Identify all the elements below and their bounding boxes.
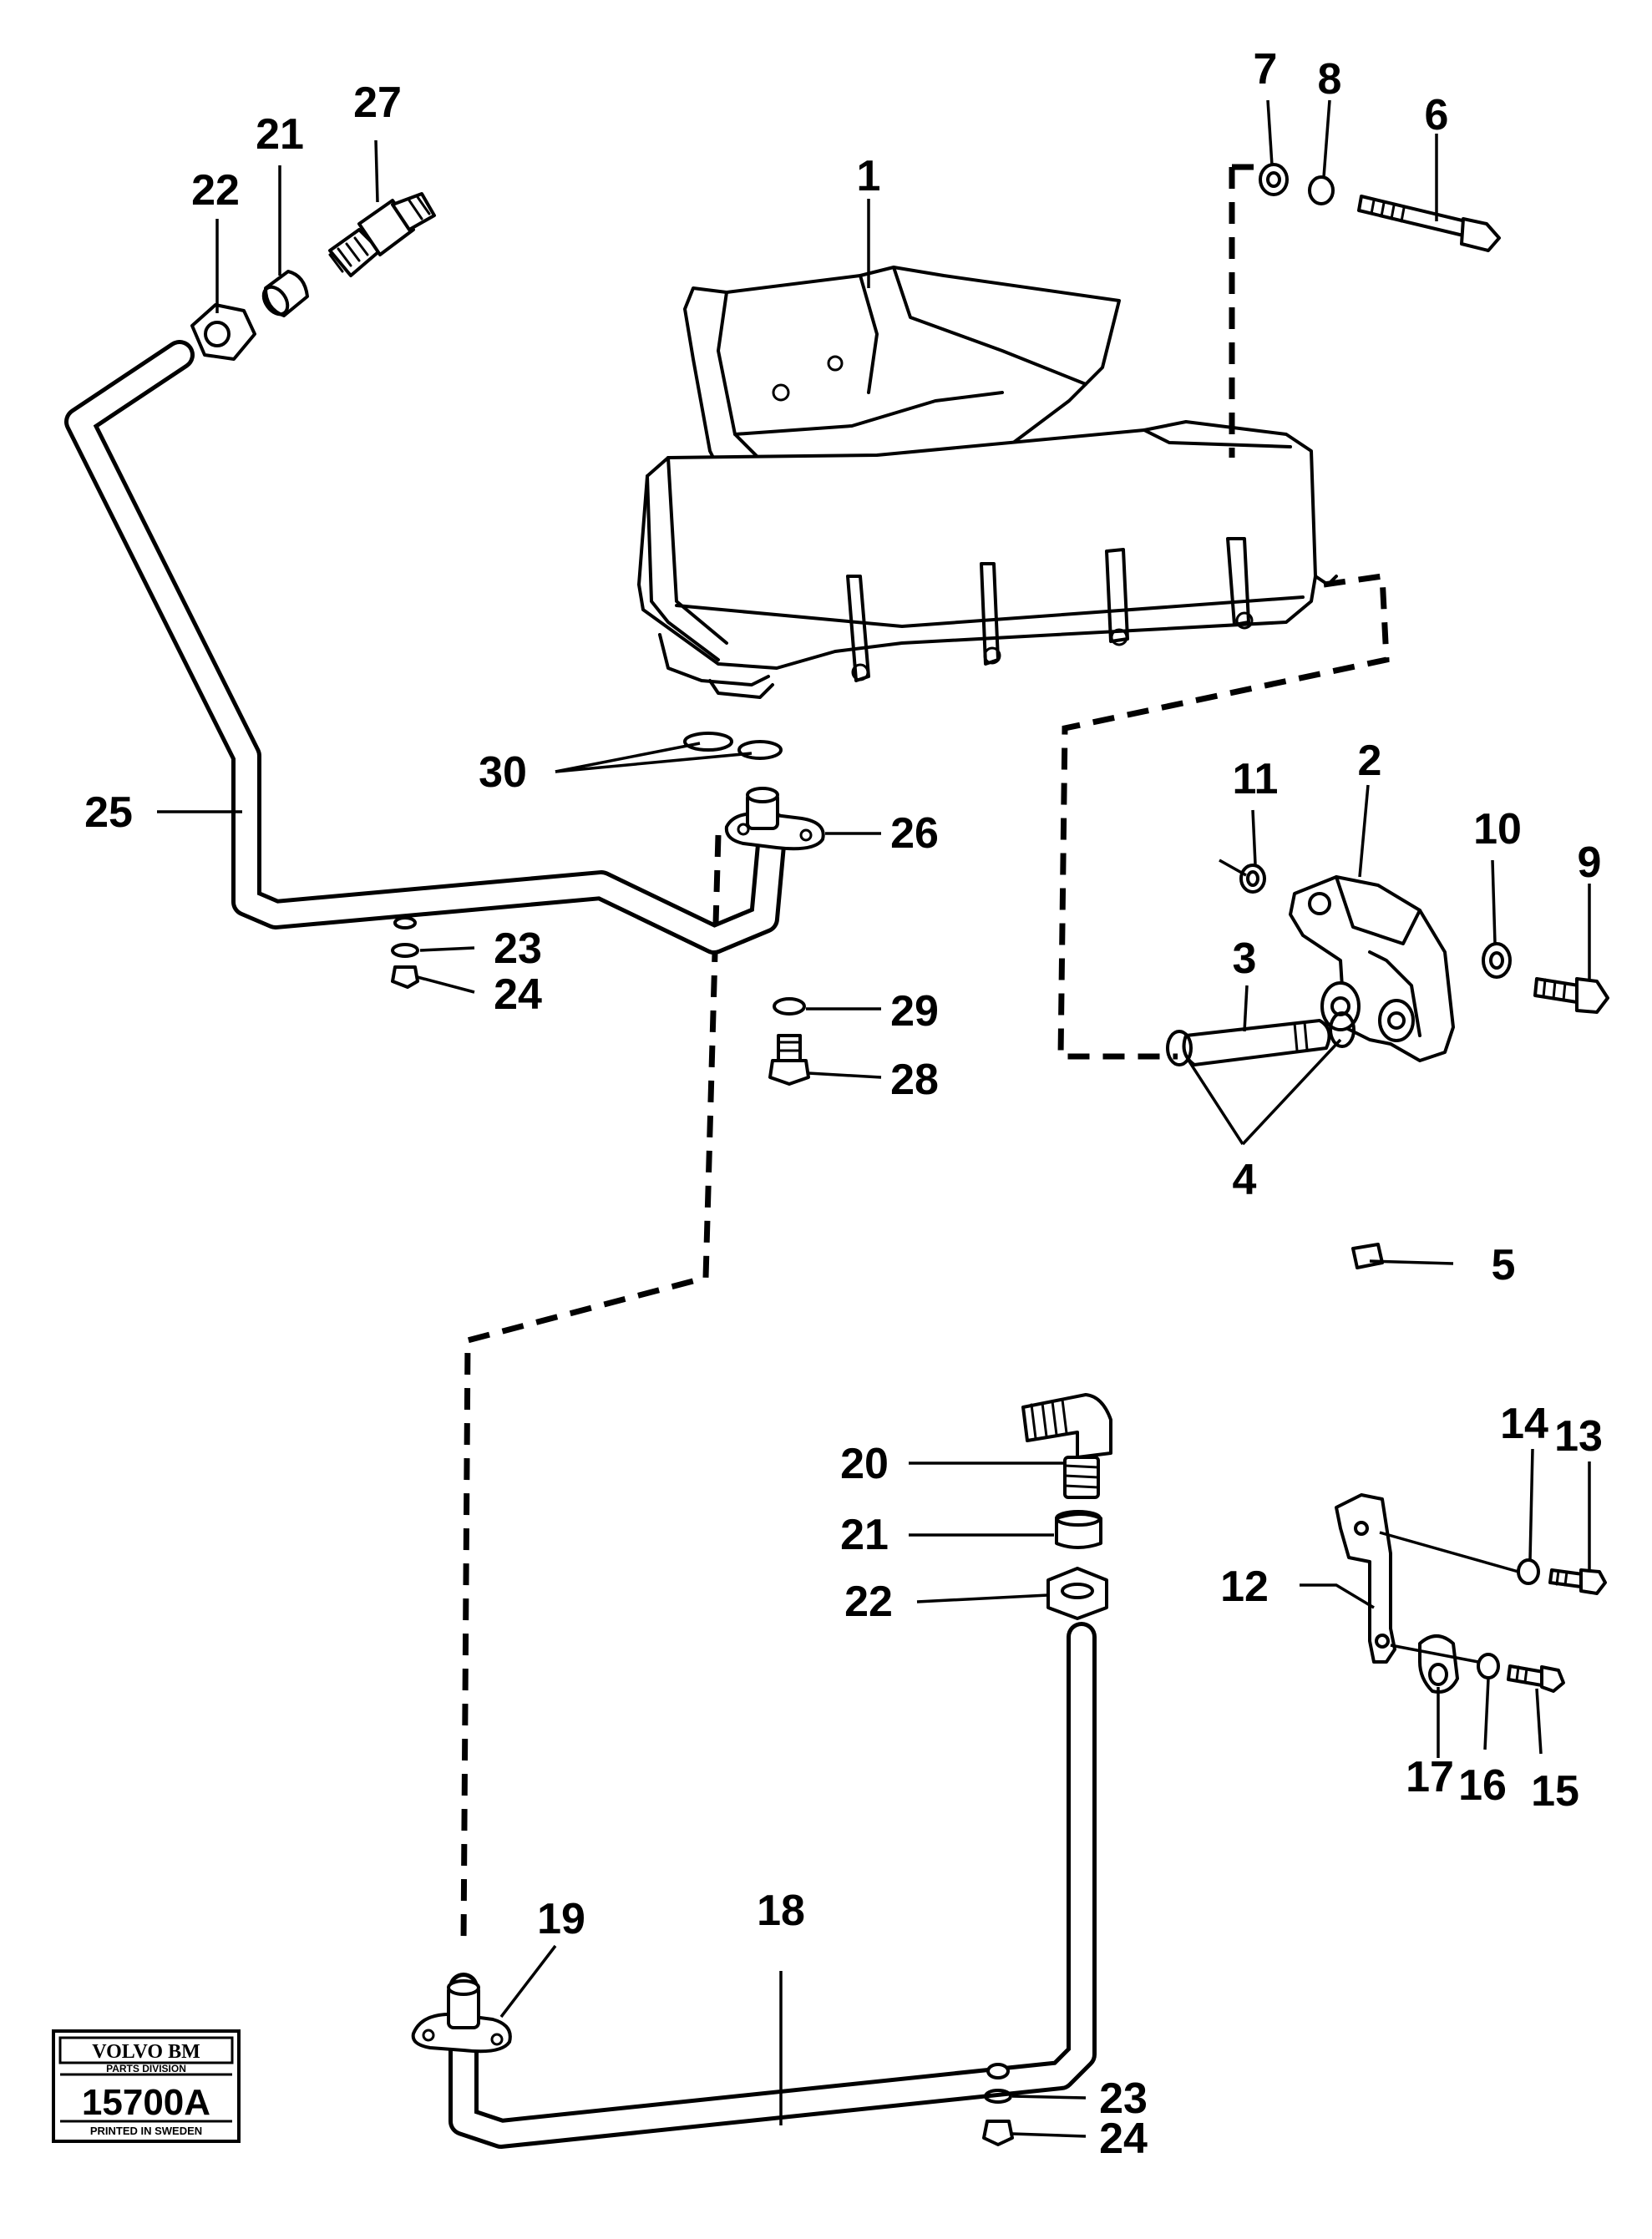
callout-19: 19 bbox=[537, 1895, 585, 1943]
callout-29: 29 bbox=[890, 987, 939, 1036]
callout-22-top: 22 bbox=[191, 166, 240, 215]
part-11-o-ring bbox=[1239, 864, 1266, 894]
part-1-housing bbox=[637, 266, 1338, 699]
part-15-screw bbox=[1507, 1664, 1565, 1693]
callout-6: 6 bbox=[1425, 91, 1449, 139]
part-22-nut-top bbox=[190, 303, 256, 361]
callout-28: 28 bbox=[890, 1056, 939, 1104]
callout-2: 2 bbox=[1358, 737, 1382, 785]
leader-lines bbox=[157, 99, 1591, 2138]
part-13-screw bbox=[1548, 1568, 1607, 1595]
part-9-screw bbox=[1533, 977, 1609, 1014]
stamp-number: 15700A bbox=[82, 2082, 210, 2123]
part-19-flange bbox=[411, 1979, 512, 2054]
part-14-washer bbox=[1517, 1558, 1540, 1585]
part-24-screw-bottom bbox=[982, 2120, 1014, 2146]
stamp-printed: PRINTED IN SWEDEN bbox=[90, 2125, 202, 2137]
part-23-washer-top bbox=[391, 943, 419, 958]
part-24-screw-top bbox=[391, 916, 419, 989]
part-27-adapter bbox=[328, 192, 436, 277]
part-18-oil-pipe bbox=[448, 1622, 1097, 2149]
callout-10: 10 bbox=[1473, 805, 1522, 854]
part-28-screw bbox=[768, 1034, 810, 1086]
assembly-guide-lines bbox=[460, 164, 1390, 1947]
callout-1: 1 bbox=[857, 152, 881, 200]
part-21-sleeve-bottom bbox=[1055, 1510, 1102, 1549]
part-7-nut bbox=[1259, 163, 1289, 196]
part-6-bolt bbox=[1357, 195, 1501, 252]
part-20-elbow bbox=[1021, 1393, 1112, 1499]
callout-12: 12 bbox=[1220, 1563, 1269, 1611]
callout-24-top: 24 bbox=[494, 970, 542, 1019]
callout-11: 11 bbox=[1233, 755, 1279, 803]
part-21-sleeve-top bbox=[261, 270, 309, 317]
callout-24-bottom: 24 bbox=[1099, 2115, 1148, 2163]
callout-labels: 1 2 3 4 5 6 7 8 9 10 11 12 13 14 15 16 1… bbox=[84, 45, 1603, 2163]
callout-25: 25 bbox=[84, 788, 133, 837]
part-17-clamp bbox=[1418, 1634, 1459, 1694]
callout-9: 9 bbox=[1578, 838, 1602, 887]
stamp-division: PARTS DIVISION bbox=[106, 2063, 186, 2074]
callout-27: 27 bbox=[353, 79, 402, 127]
part-8-washer bbox=[1308, 175, 1335, 205]
part-29-washer bbox=[773, 997, 806, 1016]
part-25-oil-pipe bbox=[64, 340, 788, 955]
callout-21-top: 21 bbox=[256, 110, 304, 159]
callout-16: 16 bbox=[1458, 1761, 1507, 1810]
part-10-washer bbox=[1482, 942, 1512, 979]
callout-22-bottom: 22 bbox=[844, 1578, 893, 1626]
part-12-bracket bbox=[1335, 1493, 1396, 1664]
callout-20: 20 bbox=[840, 1440, 889, 1488]
part-3-valve bbox=[1182, 1019, 1331, 1066]
callout-7: 7 bbox=[1254, 45, 1278, 94]
callout-26: 26 bbox=[890, 809, 939, 858]
callout-17: 17 bbox=[1406, 1753, 1454, 1801]
callout-3: 3 bbox=[1233, 935, 1257, 983]
callout-13: 13 bbox=[1554, 1412, 1603, 1461]
callout-4: 4 bbox=[1233, 1156, 1257, 1204]
callout-18: 18 bbox=[757, 1887, 805, 1935]
stamp-brand: VOLVO BM bbox=[92, 2041, 200, 2063]
callout-23-top: 23 bbox=[494, 924, 542, 973]
part-26-flange bbox=[724, 787, 825, 851]
part-2-filter-head bbox=[1289, 875, 1455, 1062]
callout-21-bottom: 21 bbox=[840, 1511, 889, 1559]
callout-14: 14 bbox=[1500, 1400, 1548, 1448]
volvo-bm-stamp: VOLVO BM PARTS DIVISION 15700A PRINTED I… bbox=[52, 2029, 241, 2143]
part-22-nut-bottom bbox=[1046, 1567, 1108, 1620]
callout-8: 8 bbox=[1318, 55, 1342, 104]
callout-5: 5 bbox=[1492, 1241, 1516, 1289]
part-5-plug bbox=[1351, 1243, 1384, 1269]
callout-30: 30 bbox=[479, 748, 527, 797]
part-23-washer-bottom bbox=[984, 2063, 1012, 2104]
part-16-washer bbox=[1477, 1653, 1500, 1679]
callout-23-bottom: 23 bbox=[1099, 2074, 1148, 2123]
part-4-o-rings bbox=[1166, 1011, 1356, 1066]
part-30-o-rings bbox=[683, 732, 783, 760]
callout-15: 15 bbox=[1531, 1767, 1579, 1816]
